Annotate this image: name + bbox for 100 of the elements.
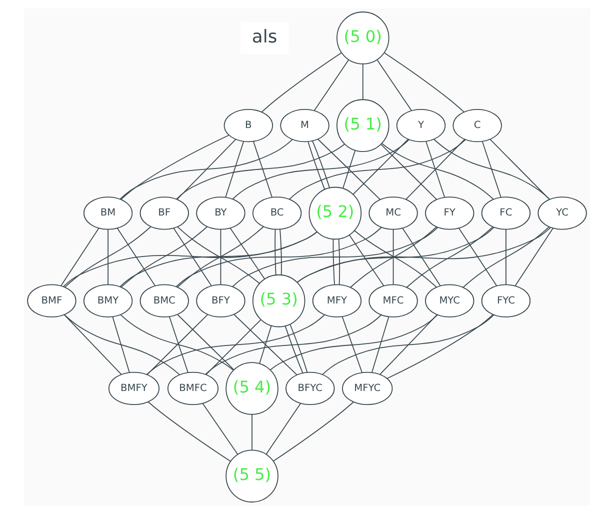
node-ellipse: BMFY <box>108 372 159 405</box>
connector <box>505 228 506 286</box>
connector <box>279 228 282 276</box>
node-ellipse: BY <box>196 196 245 230</box>
connector <box>284 326 303 374</box>
node-ellipse: FC <box>480 196 530 230</box>
node-ellipse: BFY <box>196 284 245 318</box>
connector <box>120 314 234 371</box>
connector <box>458 228 497 286</box>
connector <box>316 138 380 200</box>
label: als <box>251 26 277 48</box>
connector <box>270 314 438 370</box>
connector <box>289 324 308 373</box>
connector <box>119 232 317 288</box>
connector <box>204 314 382 375</box>
node-circle: (5 4) <box>225 362 278 415</box>
connector <box>112 316 130 373</box>
connector <box>252 140 272 198</box>
connector <box>260 52 342 113</box>
connector <box>322 314 494 375</box>
node-circle: (5 5) <box>225 450 278 502</box>
connector <box>489 139 550 200</box>
connector <box>107 228 108 286</box>
node-ellipse: MFYC <box>342 372 392 405</box>
connector <box>258 325 272 364</box>
connector <box>168 316 188 373</box>
node-ellipse: BMFC <box>166 372 218 405</box>
connector <box>63 314 180 376</box>
connector <box>370 316 389 373</box>
connector <box>348 234 384 286</box>
connector <box>202 403 238 455</box>
connector <box>176 139 236 200</box>
connector <box>272 401 354 462</box>
connector <box>404 139 465 200</box>
connector <box>232 226 438 288</box>
connector <box>60 228 99 286</box>
connector <box>341 316 362 373</box>
node-ellipse: MFY <box>312 284 362 318</box>
connector <box>220 228 221 286</box>
node-ellipse: MFC <box>368 284 418 318</box>
node-ellipse: BC <box>252 196 302 230</box>
connector <box>362 63 363 100</box>
node-circle: (5 2) <box>308 186 362 240</box>
node-ellipse: BMC <box>139 284 188 318</box>
connector <box>63 314 122 375</box>
connector <box>296 227 550 283</box>
connector <box>265 403 300 455</box>
connector <box>120 134 229 200</box>
connector <box>147 401 230 462</box>
connector <box>462 226 550 288</box>
node-ellipse: MC <box>368 196 418 230</box>
connector <box>425 140 445 198</box>
node-ellipse: BF <box>139 196 188 230</box>
node-circle: (5 0) <box>336 12 389 64</box>
connector <box>251 414 252 450</box>
connector <box>176 314 234 370</box>
connector <box>232 139 409 200</box>
connector <box>384 52 464 113</box>
connector <box>338 238 340 286</box>
connector <box>116 228 156 286</box>
node-ellipse: MYC <box>424 284 474 318</box>
connector <box>229 228 265 280</box>
connector <box>175 226 382 288</box>
connector <box>313 60 348 112</box>
connector <box>62 231 318 287</box>
node-circle: (5 3) <box>252 274 305 328</box>
connector <box>481 140 501 198</box>
connector <box>406 226 493 288</box>
connector <box>146 314 324 375</box>
connector <box>380 143 494 200</box>
node-ellipse: BM <box>82 196 132 230</box>
connector <box>380 144 437 200</box>
connector <box>352 139 408 195</box>
connector <box>376 60 412 112</box>
node-ellipse: BMF <box>26 284 76 318</box>
node-ellipse: Y <box>396 109 446 142</box>
connector <box>402 228 440 286</box>
node-ellipse: BMY <box>82 284 132 318</box>
connector <box>274 228 276 276</box>
connector <box>514 228 553 286</box>
connector <box>175 144 344 200</box>
node-ellipse: YC <box>537 196 586 230</box>
node-ellipse: M <box>280 109 329 142</box>
connector <box>342 150 356 189</box>
node-circle: (5 1) <box>336 99 389 152</box>
node-ellipse: C <box>452 109 502 142</box>
connector <box>120 226 208 288</box>
node-ellipse: B <box>223 109 273 142</box>
connector <box>307 141 325 190</box>
connector <box>288 139 466 200</box>
connector <box>379 314 438 375</box>
node-ellipse: FY <box>424 196 474 230</box>
connector <box>146 314 208 375</box>
connector <box>119 139 292 200</box>
connector <box>232 314 297 376</box>
connector <box>224 140 244 198</box>
connector <box>433 138 550 200</box>
node-ellipse: BFYC <box>285 372 334 405</box>
connector <box>386 314 493 379</box>
node-ellipse: FYC <box>480 284 530 318</box>
